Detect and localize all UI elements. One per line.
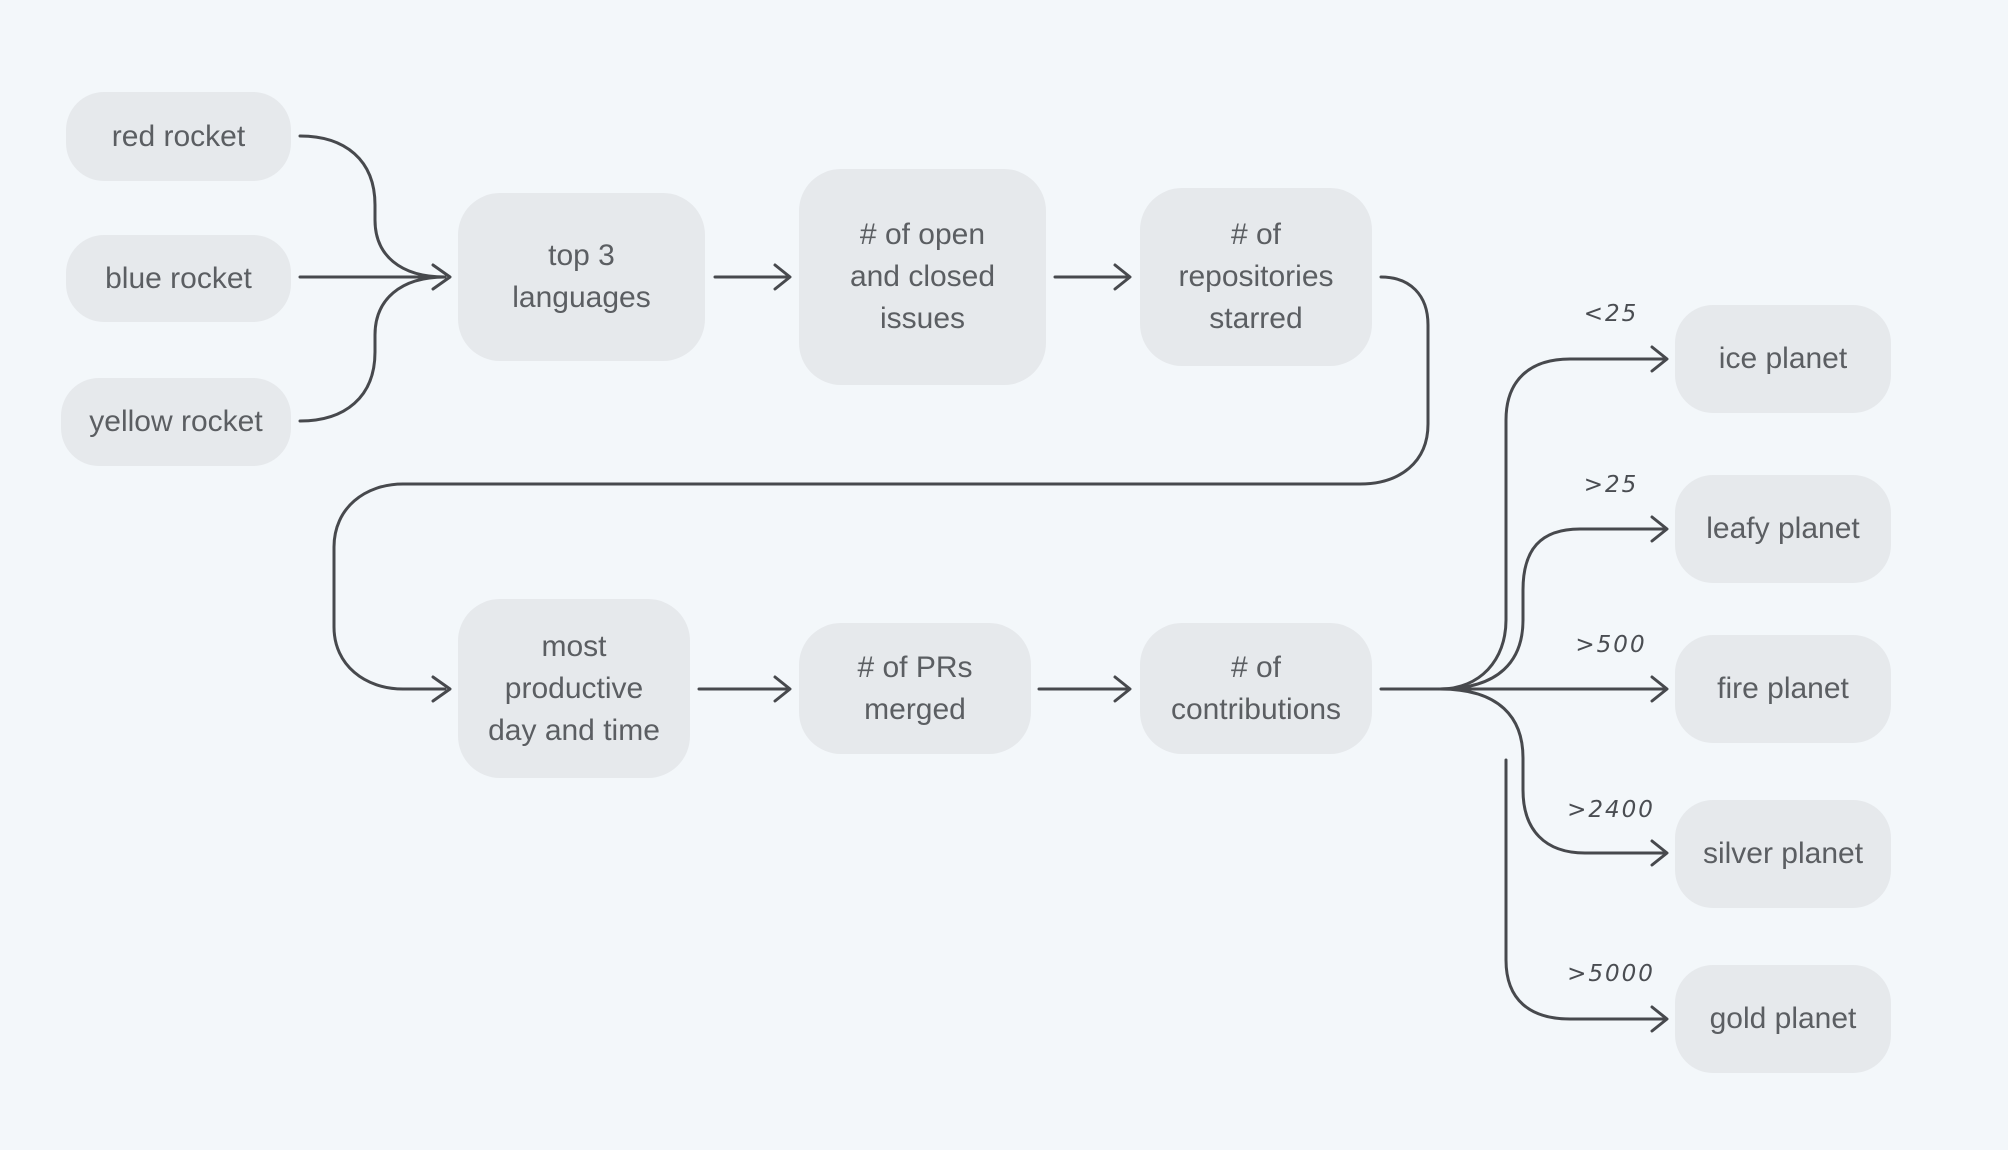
connector-red-rocket [298,134,447,279]
arrowhead-ice-planet [1650,345,1669,373]
node-most-productive: most productive day and time [458,599,690,778]
arrowhead-productive [431,675,452,703]
arrowhead-issues [773,263,792,291]
condition-label-fire: >500 [1575,632,1647,658]
node-ice-planet: ice planet [1675,305,1891,413]
node-silver-planet: silver planet [1675,800,1891,908]
arrowhead-contributions [1113,675,1132,703]
condition-label-leafy: >25 [1583,472,1639,498]
node-contributions: # of contributions [1140,623,1372,754]
node-prs-merged: # of PRs merged [799,623,1031,754]
node-open-closed-issues: # of open and closed issues [799,169,1046,385]
connector-gold-planet [1504,758,1667,1021]
node-yellow-rocket: yellow rocket [61,378,291,466]
connector-yellow-rocket [298,275,447,423]
node-leafy-planet: leafy planet [1675,475,1891,583]
arrowhead-starred [1113,263,1132,291]
arrowhead-top-languages [431,263,452,291]
connector-silver-planet [1438,687,1667,855]
connector-leafy-planet [1438,527,1667,691]
node-top-languages: top 3 languages [458,193,705,361]
node-blue-rocket: blue rocket [66,235,291,322]
arrowhead-silver-planet [1650,839,1669,867]
arrowhead-gold-planet [1650,1005,1669,1033]
node-gold-planet: gold planet [1675,965,1891,1073]
node-repositories-starred: # of repositories starred [1140,188,1372,366]
condition-label-gold: >5000 [1567,961,1655,987]
node-red-rocket: red rocket [66,92,291,181]
arrowhead-leafy-planet [1650,515,1669,543]
condition-label-ice: <25 [1583,301,1639,327]
condition-label-silver: >2400 [1567,797,1655,823]
arrowhead-fire-planet [1650,675,1669,703]
arrowhead-prs [773,675,792,703]
connector-starred-productive [332,275,1430,691]
connector-ice-planet [1379,357,1667,691]
node-fire-planet: fire planet [1675,635,1891,743]
